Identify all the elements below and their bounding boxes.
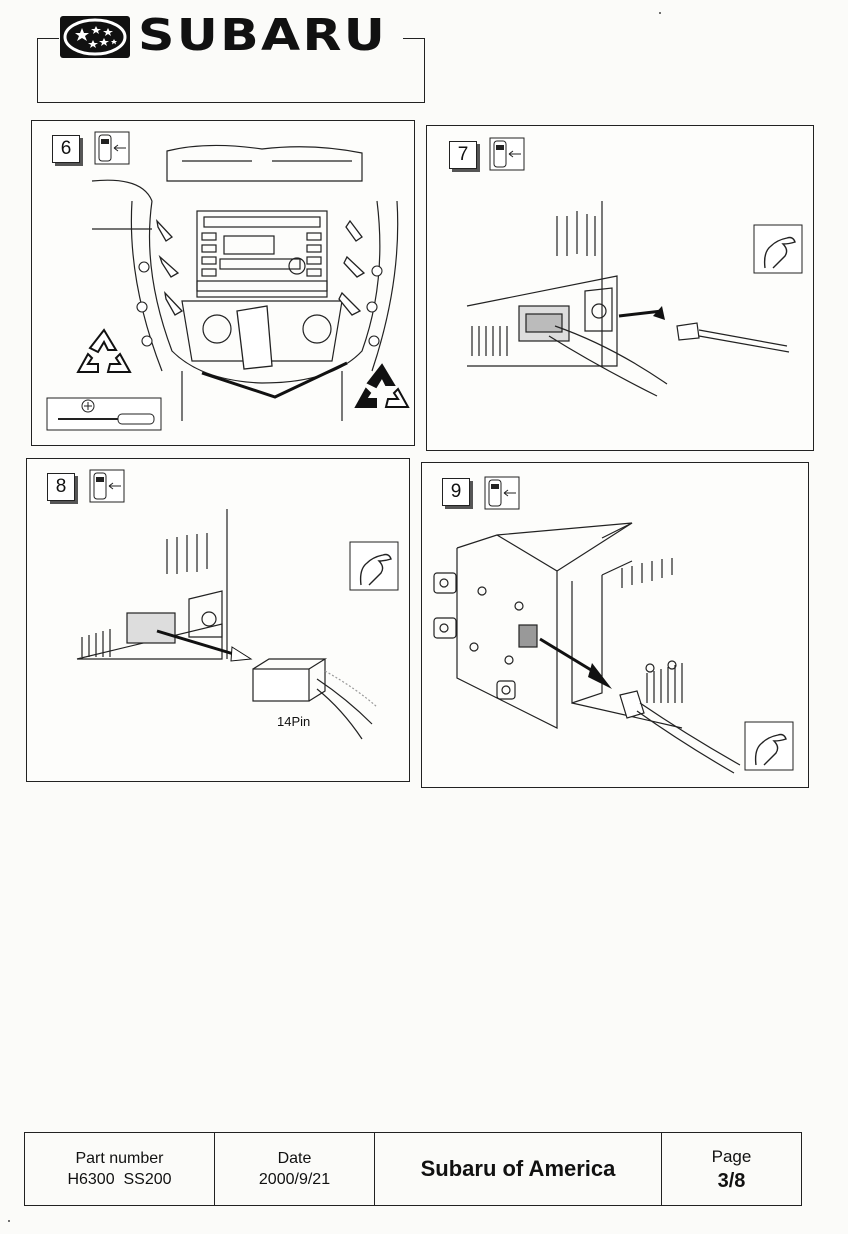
step-number: 8 [47,473,75,501]
date-label: Date [277,1150,312,1167]
antenna-connection-illustration [466,201,790,397]
step-panel-6: 6 [31,120,415,446]
header-frame-top-right [403,38,425,39]
date-value: 2000/9/21 [258,1171,331,1188]
car-front-arrow-icon [94,131,130,165]
part-number-label: Part number [75,1150,164,1167]
brand-wordmark: SUBARU [138,10,388,61]
step-panel-7: 7 [426,125,814,451]
hand-grip-icon [753,224,803,274]
connector-pin-label: 14Pin [277,714,311,729]
hand-grip-icon [744,721,794,771]
header-frame-top-left [37,38,59,39]
car-front-arrow-icon [484,476,520,510]
hand-grip-icon [349,541,399,591]
step-panel-8: 8 14Pin [26,458,410,782]
company-name: Subaru of America [420,1156,616,1181]
page-cell: Page 3/8 [662,1133,801,1205]
phillips-screwdriver-icon [46,397,162,431]
step-number: 6 [52,135,80,163]
date-cell: Date 2000/9/21 [215,1133,375,1205]
part-number-cell: Part number H6300 SS200 [25,1133,215,1205]
car-front-arrow-icon [89,469,125,503]
page-number: 3/8 [717,1170,746,1192]
step-number: 7 [449,141,477,169]
part-number-value: H6300 SS200 [67,1171,172,1188]
pleiades-stars-icon [60,16,130,58]
step-panel-9: 9 [421,462,809,788]
rear-connector-illustration [433,522,741,774]
title-block: Part number H6300 SS200 Date 2000/9/21 S… [24,1132,802,1206]
recycle-icon [354,363,410,408]
recycle-icon [76,328,132,373]
scan-speck [659,12,661,14]
console-removal-illustration [91,144,399,421]
header-frame [37,38,425,103]
harness-connection-illustration [76,509,378,740]
step-number: 9 [442,478,470,506]
company-cell: Subaru of America [375,1133,662,1205]
car-front-arrow-icon [489,137,525,171]
scan-speck [8,1220,10,1222]
page-label: Page [711,1147,752,1166]
